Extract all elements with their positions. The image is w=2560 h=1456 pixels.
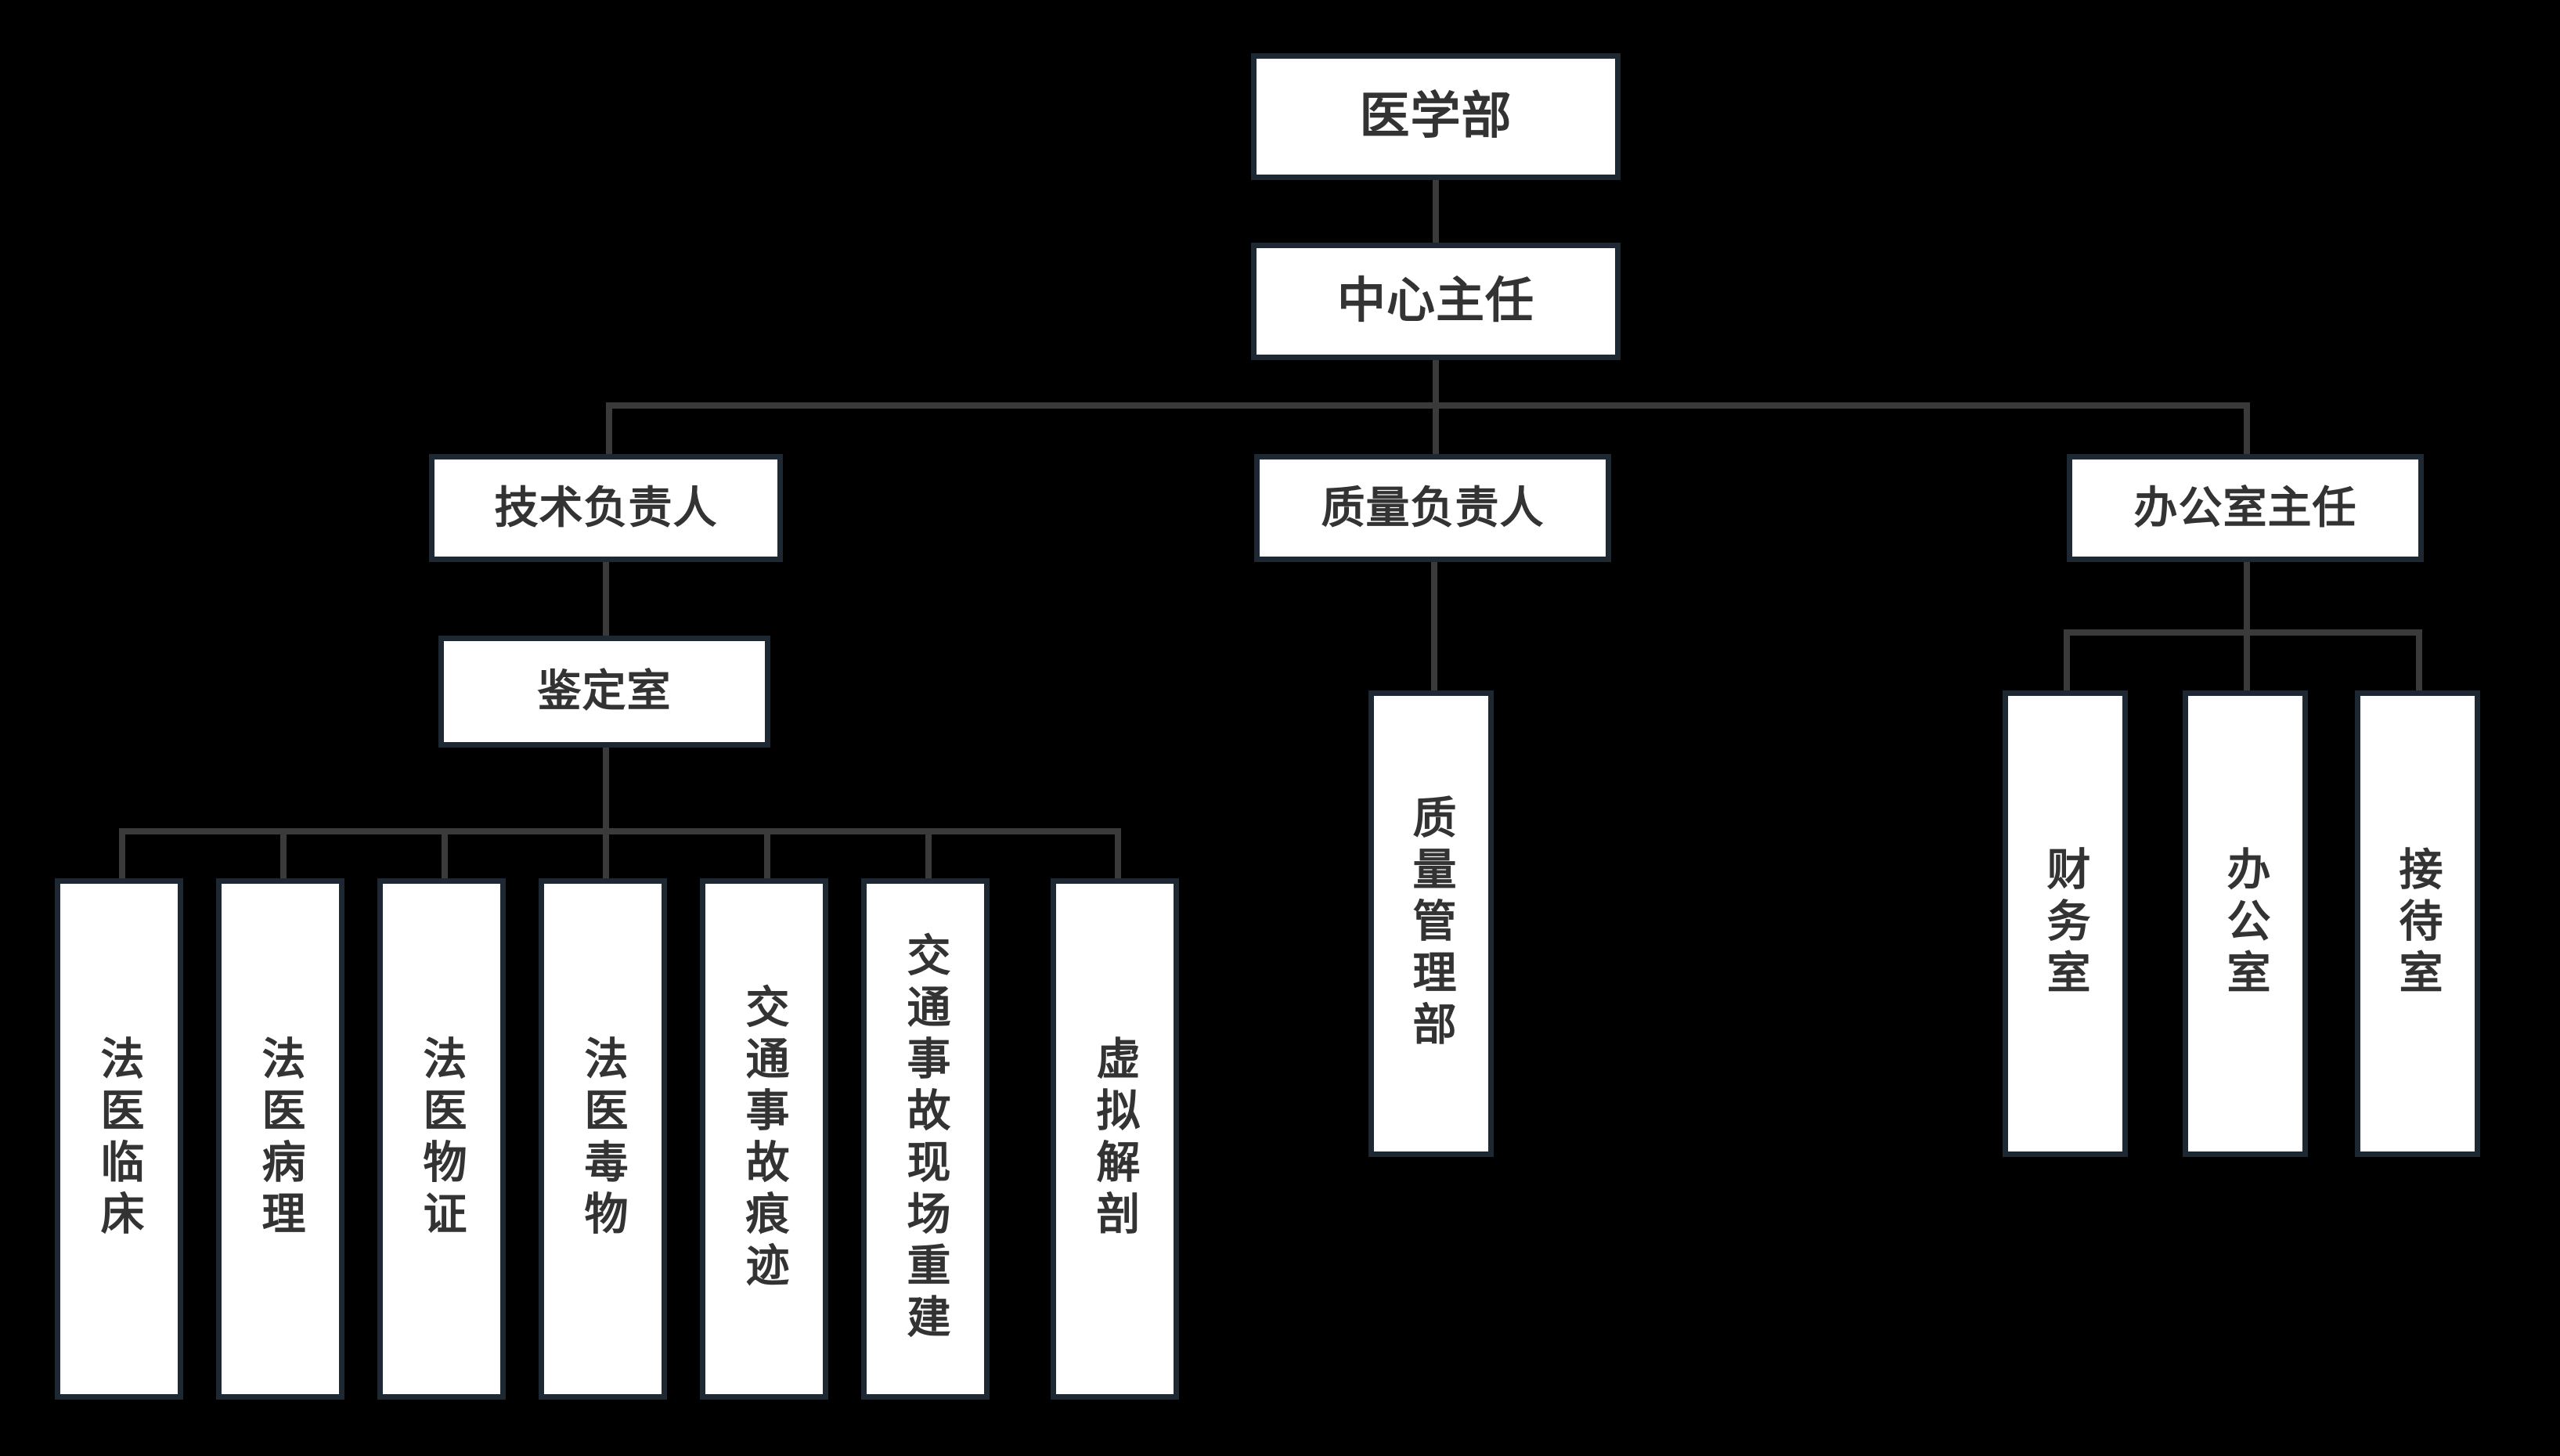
- connector-appraisal-stem: [603, 748, 609, 834]
- node-quality-lead[interactable]: 质量负责人: [1254, 454, 1611, 562]
- connector-root-to-director: [1433, 180, 1439, 244]
- connector-drop-lab-3: [603, 828, 609, 880]
- node-label: 交通事故现场重建: [901, 932, 950, 1346]
- node-label: 法医毒物: [579, 1036, 628, 1242]
- connector-drop-lab-6: [1115, 828, 1121, 880]
- connector-office-bus: [2064, 629, 2422, 636]
- node-label: 法医临床: [95, 1036, 144, 1242]
- node-reception-room[interactable]: 接待室: [2355, 690, 2480, 1157]
- node-lab-virtual-autopsy[interactable]: 虚拟解剖: [1051, 878, 1179, 1400]
- connector-drop-finance-room: [2064, 629, 2070, 692]
- connector-drop-lab-1: [280, 828, 287, 880]
- node-label: 办公室: [2221, 846, 2270, 1001]
- node-lab-traffic-accident-scene-reconstruction[interactable]: 交通事故现场重建: [861, 878, 990, 1400]
- node-technical-lead[interactable]: 技术负责人: [429, 454, 783, 562]
- connector-officelead-stem: [2244, 562, 2250, 636]
- node-lab-forensic-clinical[interactable]: 法医临床: [55, 878, 183, 1400]
- connector-qualitylead-to-dept: [1431, 562, 1437, 690]
- connector-drop-lab-4: [764, 828, 770, 880]
- connector-drop-lab-5: [925, 828, 932, 880]
- node-office-room[interactable]: 办公室: [2183, 690, 2308, 1157]
- connector-labs-bus: [119, 828, 1121, 834]
- connector-drop-quality-lead: [1433, 402, 1439, 456]
- connector-director-stem: [1433, 360, 1439, 407]
- node-label: 法医物证: [417, 1036, 467, 1242]
- node-center-director[interactable]: 中心主任: [1251, 243, 1621, 360]
- node-lab-forensic-toxicology[interactable]: 法医毒物: [539, 878, 667, 1400]
- connector-drop-lab-2: [442, 828, 448, 880]
- connector-techlead-to-appraisal: [603, 562, 609, 636]
- node-label: 办公室主任: [2133, 482, 2357, 532]
- node-label: 中心主任: [1336, 273, 1534, 328]
- connector-drop-lab-0: [119, 828, 125, 880]
- connector-level2-bus: [606, 402, 2250, 409]
- node-label: 虚拟解剖: [1091, 1036, 1140, 1242]
- node-label: 交通事故痕迹: [740, 984, 789, 1294]
- node-medical-department[interactable]: 医学部: [1251, 53, 1621, 180]
- connector-drop-office-room: [2244, 629, 2250, 692]
- node-label: 财务室: [2041, 846, 2090, 1001]
- node-appraisal-room[interactable]: 鉴定室: [438, 636, 770, 748]
- node-label: 法医病理: [256, 1036, 305, 1242]
- node-lab-forensic-pathology[interactable]: 法医病理: [216, 878, 344, 1400]
- connector-drop-reception-room: [2416, 629, 2422, 692]
- node-finance-room[interactable]: 财务室: [2003, 690, 2128, 1157]
- node-office-lead[interactable]: 办公室主任: [2067, 454, 2424, 562]
- node-label: 质量管理部: [1407, 795, 1456, 1053]
- node-label: 医学部: [1359, 88, 1513, 145]
- node-quality-management-dept[interactable]: 质量管理部: [1368, 690, 1494, 1157]
- node-lab-traffic-accident-traces[interactable]: 交通事故痕迹: [700, 878, 828, 1400]
- connector-drop-tech-lead: [606, 402, 612, 456]
- node-lab-forensic-physical-evidence[interactable]: 法医物证: [377, 878, 506, 1400]
- node-label: 技术负责人: [494, 482, 718, 532]
- connector-drop-office-lead: [2244, 402, 2250, 456]
- node-label: 质量负责人: [1321, 482, 1545, 532]
- node-label: 鉴定室: [537, 666, 672, 716]
- node-label: 接待室: [2393, 846, 2443, 1001]
